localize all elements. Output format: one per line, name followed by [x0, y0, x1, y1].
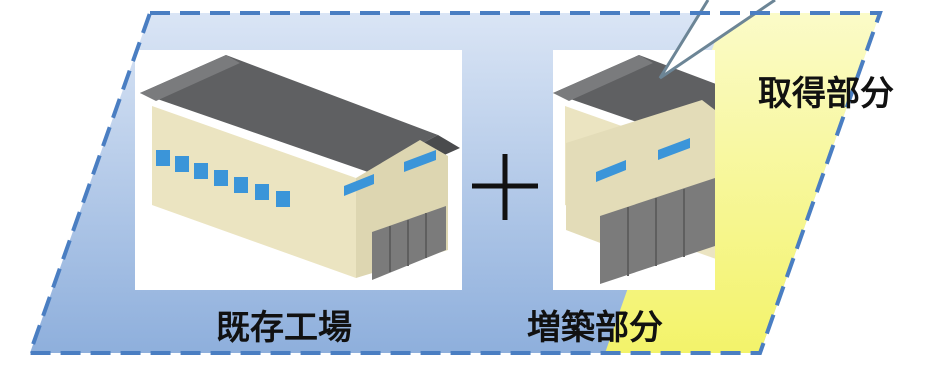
extension-part-label: 増築部分: [527, 308, 663, 348]
plus-icon: [472, 154, 538, 220]
factory-icon: [553, 55, 715, 284]
scope-border: [27, 11, 883, 355]
existing-factory-label: 既存工場: [216, 308, 352, 348]
speech-callout: [658, 0, 776, 80]
factory-icon: [140, 55, 460, 280]
acquired-part-label: 取得部分: [758, 74, 894, 114]
